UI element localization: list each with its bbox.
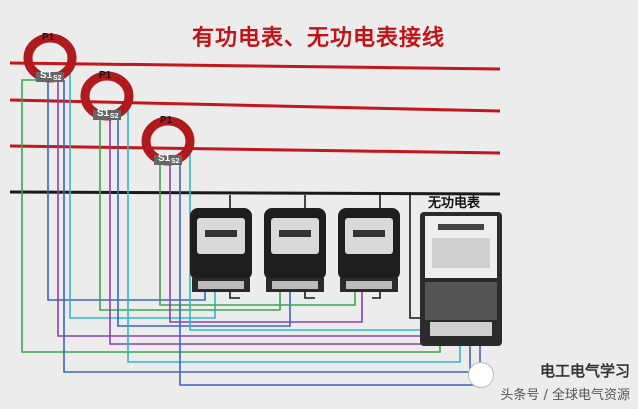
active-meter-1 xyxy=(190,208,252,292)
wire xyxy=(159,165,356,306)
ct-s2-label: S2 xyxy=(53,75,62,82)
wire xyxy=(63,80,471,373)
ct-primary-label: P1 xyxy=(42,32,55,43)
neutral-line xyxy=(9,190,501,196)
ct-primary-label: P1 xyxy=(99,70,112,81)
phase-line-b xyxy=(9,98,501,113)
current-transformer-1: P1 S1 S2 xyxy=(23,32,77,83)
watermark: 电工电气学习 头条号 / 全球电气资源 xyxy=(468,360,630,403)
current-transformer-2: P1 S1 S2 xyxy=(80,70,134,121)
reactive-meter xyxy=(420,212,502,346)
wire xyxy=(169,165,363,323)
reactive-meter-label: 无功电表 xyxy=(428,196,481,211)
phase-lines xyxy=(9,61,501,196)
phase-line-a xyxy=(9,61,501,71)
wire xyxy=(21,79,441,353)
watermark-line1: 电工电气学习 xyxy=(539,362,630,380)
wire xyxy=(117,118,291,327)
ct-primary-label: P1 xyxy=(160,115,173,126)
wire xyxy=(57,80,432,337)
current-transformer-3: P1 S1 S2 xyxy=(141,115,195,166)
watermark-line2: 头条号 / 全球电气资源 xyxy=(500,388,630,403)
page-title: 有功电表、无功电表接线 xyxy=(192,25,446,51)
ct-s1-label: S1 xyxy=(97,108,110,119)
phase-line-c xyxy=(9,144,501,155)
ct-s2-label: S2 xyxy=(171,158,180,165)
wechat-icon xyxy=(468,362,495,388)
wire xyxy=(47,80,206,301)
ct-s2-label: S2 xyxy=(110,113,119,120)
ct-s1-label: S1 xyxy=(158,153,171,164)
active-meter-2 xyxy=(264,208,326,292)
wire xyxy=(127,104,461,363)
active-meter-3 xyxy=(338,208,400,292)
ct-s1-label: S1 xyxy=(40,70,53,81)
